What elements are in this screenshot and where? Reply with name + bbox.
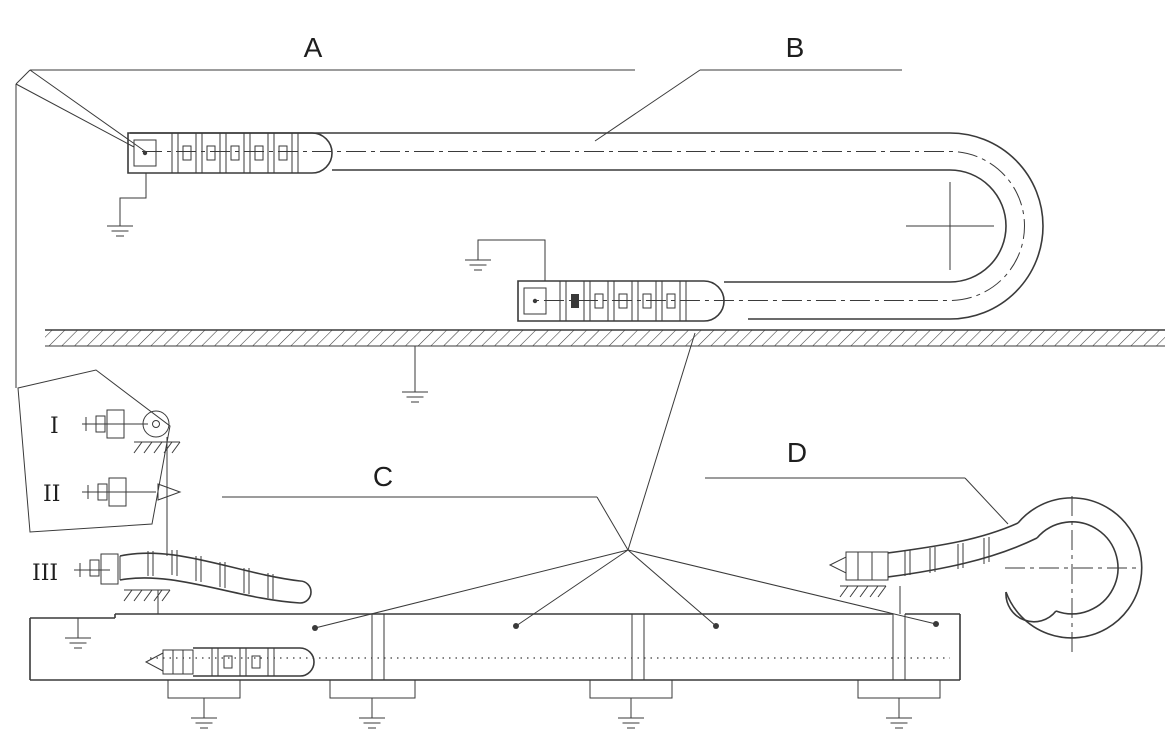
callout-b: B — [594, 32, 902, 142]
position-2-assembly: II — [43, 477, 182, 507]
label-c: C — [373, 461, 393, 492]
mount-hatch-icon — [123, 589, 171, 602]
mount-hatch-icon — [133, 441, 181, 454]
tray-divider — [371, 614, 385, 680]
carriage-head-box — [523, 287, 547, 315]
surface-ground — [401, 346, 429, 403]
track-outer-line — [130, 132, 1044, 320]
cable-tray — [29, 613, 961, 681]
track-center-line — [142, 151, 1025, 301]
track-inner-line — [332, 169, 1007, 283]
lower-carriage — [517, 280, 725, 322]
label-a: A — [304, 32, 323, 63]
chain-band-3 — [119, 550, 312, 604]
earth-ground-icon — [106, 211, 134, 237]
label-roman-3: III — [32, 561, 58, 586]
u-turn-center-mark — [906, 182, 994, 270]
leader-a-wedge — [15, 69, 147, 153]
tray-entry-chain — [144, 647, 315, 677]
lower-carriage-ground — [464, 239, 546, 281]
detail-callout-polygon — [17, 369, 171, 533]
earth-ground-icon — [885, 703, 913, 729]
upper-carriage — [127, 132, 333, 174]
bench-ground — [64, 618, 92, 649]
leader-d-pointer — [964, 477, 1009, 525]
label-roman-1: I — [50, 414, 59, 439]
pointer-tip — [157, 483, 182, 501]
earth-ground-icon — [464, 245, 492, 271]
earth-ground-icon — [617, 703, 645, 729]
label-d: D — [787, 437, 807, 468]
tray-divider — [892, 614, 906, 680]
pointer-tip — [144, 652, 164, 672]
loop-end-cap — [1005, 591, 1057, 623]
earth-ground-icon — [401, 377, 429, 403]
u-track — [130, 132, 1044, 320]
loop-outer-arc — [1005, 497, 1143, 639]
loop-chain-d — [828, 496, 1143, 652]
loop-band-outer — [887, 522, 1019, 554]
leader-b-pointer — [594, 69, 701, 142]
upper-carriage-ground — [106, 173, 147, 237]
earth-ground-icon — [190, 703, 218, 729]
pointer-tip — [828, 556, 847, 574]
roller-circle — [142, 410, 170, 438]
earth-ground-icon — [64, 623, 92, 649]
carriage-head-box — [133, 139, 157, 167]
callout-a: A — [15, 32, 635, 388]
leader-c-connector — [596, 496, 629, 551]
tray-ground-2 — [329, 680, 416, 729]
machine-surface-hatch — [45, 329, 1165, 347]
position-1-assembly: I — [50, 409, 181, 556]
position-3-assembly: III — [32, 550, 312, 614]
leader-c-fan — [312, 332, 939, 631]
loop-band-inner — [887, 537, 1038, 578]
callout-c: C — [222, 332, 939, 631]
tray-divider — [631, 614, 645, 680]
earth-ground-icon — [358, 703, 386, 729]
label-roman-2: II — [43, 482, 60, 507]
loop-inner-arc — [1036, 521, 1119, 615]
mount-hatch-icon — [839, 585, 887, 598]
tray-ground-4 — [857, 680, 941, 729]
callout-d: D — [705, 437, 1009, 525]
label-b: B — [786, 32, 805, 63]
tray-ground-3 — [589, 680, 673, 729]
tray-ground-1 — [167, 680, 241, 729]
loop-center-mark — [1005, 496, 1142, 652]
